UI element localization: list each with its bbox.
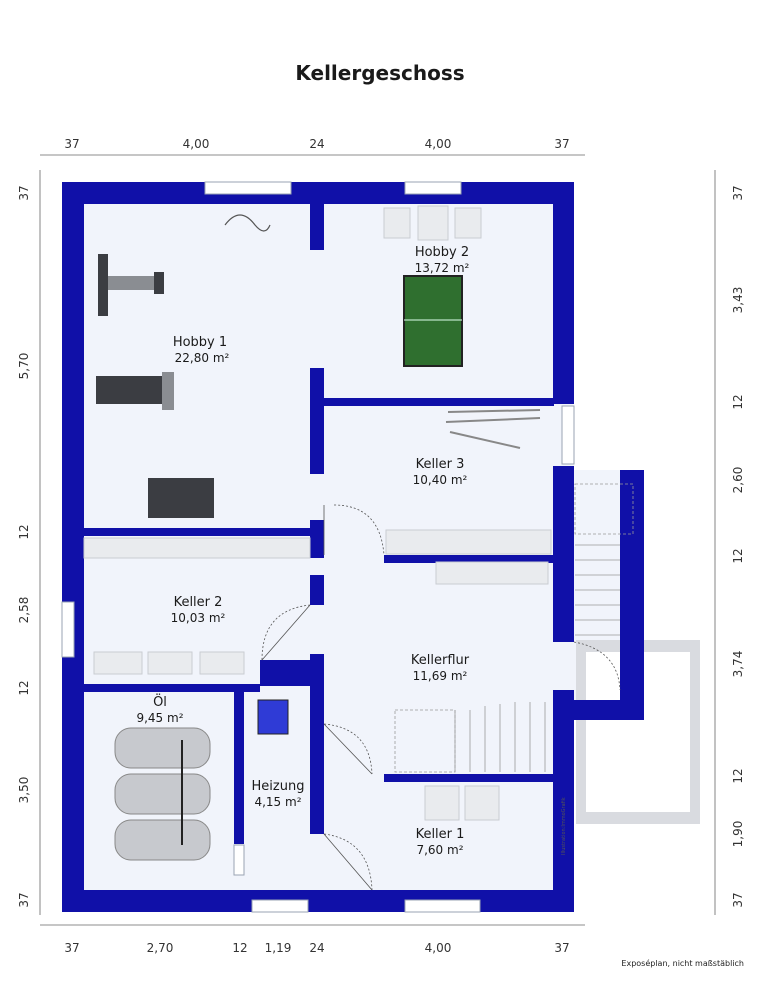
svg-text:1,19: 1,19 <box>265 941 292 955</box>
svg-text:2,60: 2,60 <box>731 467 745 494</box>
svg-text:37: 37 <box>17 185 31 200</box>
svg-text:12: 12 <box>232 941 247 955</box>
svg-text:12: 12 <box>731 548 745 563</box>
svg-text:37: 37 <box>554 941 569 955</box>
room-area-oel: 9,45 m² <box>136 711 183 725</box>
room-area-hobby-2: 13,72 m² <box>415 261 470 275</box>
svg-text:37: 37 <box>64 941 79 955</box>
room-area-keller-2: 10,03 m² <box>171 611 226 625</box>
svg-text:5,70: 5,70 <box>17 353 31 380</box>
windows <box>61 181 575 913</box>
svg-text:1,90: 1,90 <box>731 821 745 848</box>
svg-text:12: 12 <box>17 680 31 695</box>
svg-text:24: 24 <box>309 941 324 955</box>
room-name-heizung: Heizung <box>252 779 305 794</box>
doors <box>261 504 621 891</box>
shelves <box>83 529 552 675</box>
room-labels: Hobby 1 22,80 m² Hobby 2 13,72 m² Keller… <box>136 245 469 857</box>
room-area-keller-1: 7,60 m² <box>416 843 463 857</box>
plan-note: Exposéplan, nicht maßstäblich <box>621 958 744 968</box>
room-area-heizung: 4,15 m² <box>254 795 301 809</box>
svg-text:3,43: 3,43 <box>731 287 745 314</box>
dimensions-right: 37 3,43 12 2,60 12 3,74 12 1,90 37 <box>731 185 745 907</box>
svg-text:37: 37 <box>731 892 745 907</box>
svg-text:12: 12 <box>731 768 745 783</box>
svg-text:37: 37 <box>554 137 569 151</box>
svg-text:3,50: 3,50 <box>17 777 31 804</box>
room-area-kellerflur: 11,69 m² <box>413 669 468 683</box>
svg-text:37: 37 <box>731 185 745 200</box>
dimension-lines <box>39 154 716 926</box>
svg-text:12: 12 <box>17 524 31 539</box>
staircase <box>394 483 634 773</box>
skis <box>445 409 541 449</box>
svg-text:4,00: 4,00 <box>425 137 452 151</box>
chairs <box>383 205 500 821</box>
svg-text:4,00: 4,00 <box>425 941 452 955</box>
heater <box>257 699 289 735</box>
dimensions-top: 37 4,00 24 4,00 37 <box>64 137 569 151</box>
room-name-keller-2: Keller 2 <box>174 595 223 610</box>
dimensions-left: 37 5,70 12 2,58 12 3,50 37 <box>17 185 31 907</box>
plan-title: Kellergeschoss <box>295 61 464 85</box>
room-name-keller-1: Keller 1 <box>416 827 465 842</box>
room-area-keller-3: 10,40 m² <box>413 473 468 487</box>
interior-walls <box>84 204 554 844</box>
svg-text:4,00: 4,00 <box>183 137 210 151</box>
illustration-credit: Illustration:ImmoGrafik <box>561 797 567 855</box>
room-name-oel: Öl <box>153 693 167 710</box>
svg-text:37: 37 <box>64 137 79 151</box>
room-name-hobby-2: Hobby 2 <box>415 245 469 260</box>
gym-equipment <box>96 214 271 518</box>
svg-text:2,58: 2,58 <box>17 597 31 624</box>
foosball-table <box>403 275 463 367</box>
oil-tanks <box>114 727 211 861</box>
svg-text:37: 37 <box>17 892 31 907</box>
room-area-hobby-1: 22,80 m² <box>175 351 230 365</box>
room-name-kellerflur: Kellerflur <box>411 653 470 668</box>
svg-text:3,74: 3,74 <box>731 651 745 678</box>
dimensions-bottom: 37 2,70 12 1,19 24 4,00 37 <box>64 941 569 955</box>
room-name-keller-3: Keller 3 <box>416 457 465 472</box>
svg-text:12: 12 <box>731 394 745 409</box>
svg-text:2,70: 2,70 <box>147 941 174 955</box>
svg-text:24: 24 <box>309 137 324 151</box>
room-name-hobby-1: Hobby 1 <box>173 335 227 350</box>
